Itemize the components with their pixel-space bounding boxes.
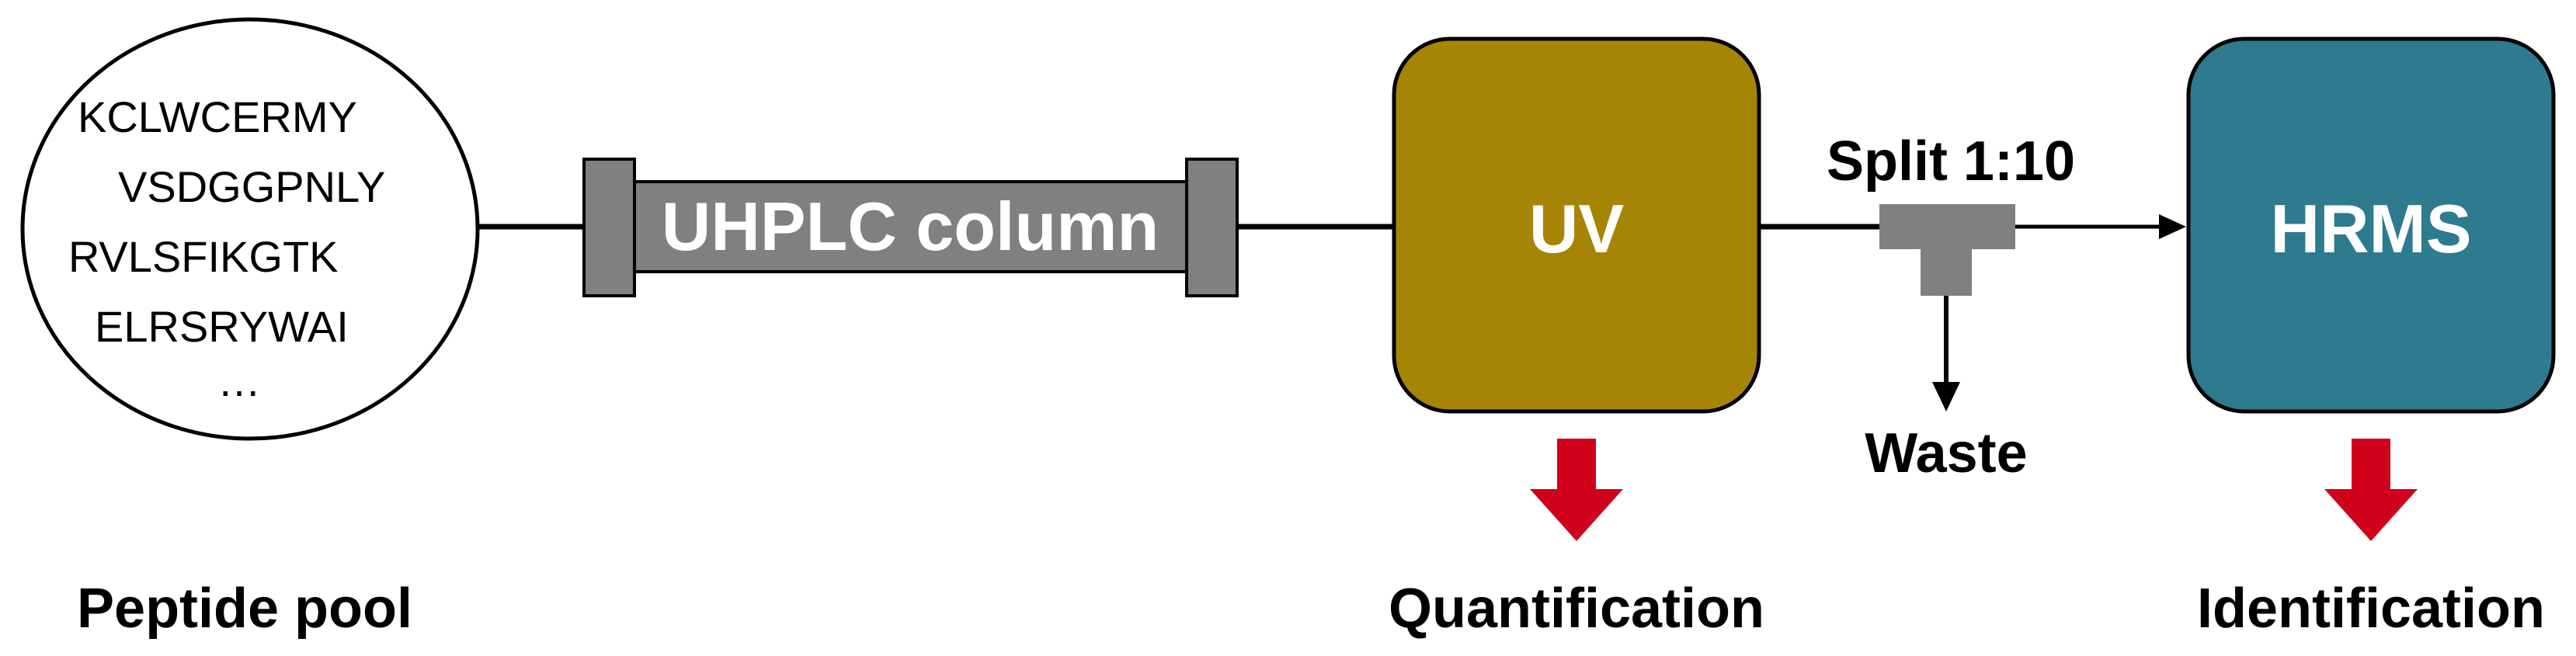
uv-output-arrow	[1530, 439, 1623, 541]
uv-label: UV	[1529, 190, 1625, 267]
split-label: Split 1:10	[1827, 130, 2075, 193]
hrms-label: HRMS	[2270, 190, 2471, 267]
column-body	[624, 180, 1194, 273]
peptide-pool-label: Peptide pool	[77, 578, 412, 640]
identification-label: Identification	[2197, 578, 2545, 640]
column-left-cap	[582, 158, 636, 297]
peptide-sequence-more: …	[217, 356, 261, 405]
quantification-label: Quantification	[1389, 578, 1764, 640]
waste-label: Waste	[1865, 422, 2027, 484]
arrowhead-to-hrms	[2159, 214, 2186, 239]
peptide-sequence-4: ELRSRYWAI	[95, 302, 349, 351]
splitter-stem	[1921, 249, 1972, 296]
column-right-cap	[1185, 158, 1239, 297]
waste-arrowhead	[1932, 382, 1960, 411]
column-label: UHPLC column	[662, 188, 1159, 265]
hrms-output-arrow	[2324, 439, 2418, 541]
splitter-top	[1879, 204, 2015, 249]
peptide-sequence-3: RVLSFIKGTK	[68, 232, 339, 281]
peptide-sequence-2: VSDGGPNLY	[118, 162, 385, 211]
peptide-sequence-1: KCLWCERMY	[78, 92, 357, 141]
hrms-box	[2186, 36, 2556, 414]
